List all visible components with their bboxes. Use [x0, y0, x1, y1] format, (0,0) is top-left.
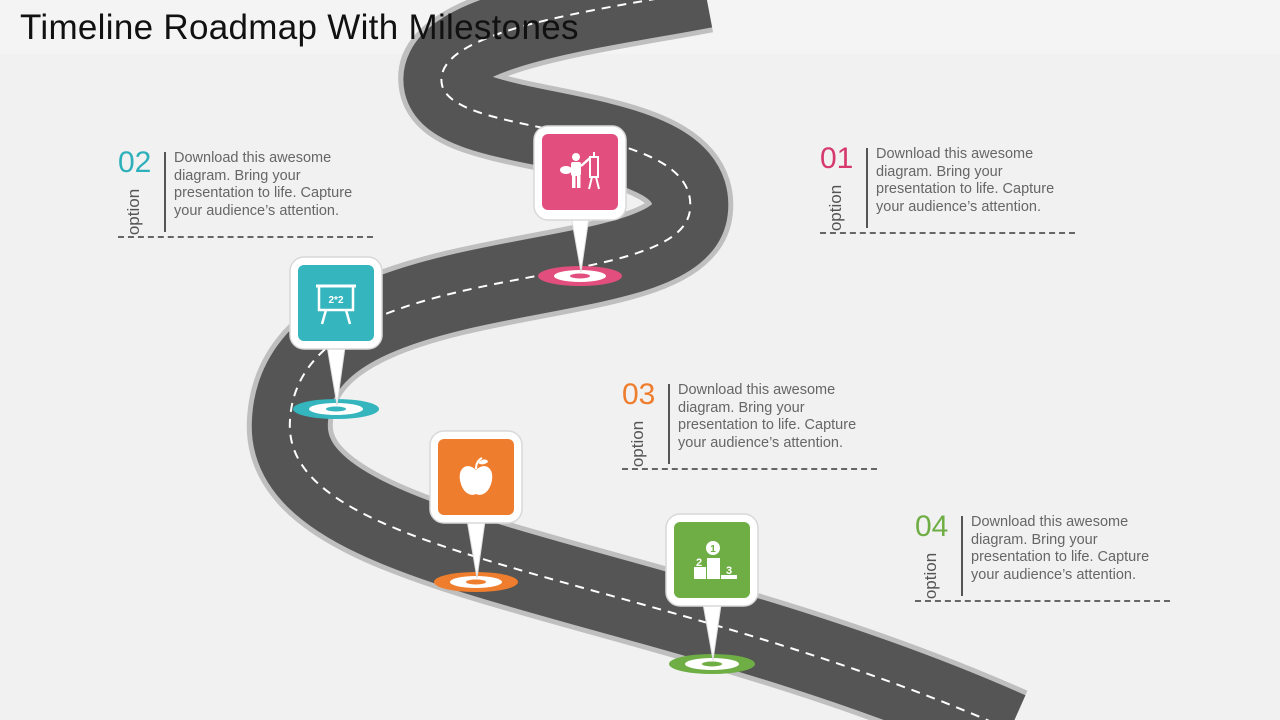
option-03: 03 option Download this awesome diagram.… [622, 378, 882, 478]
option-divider [164, 152, 166, 232]
option-label: option [124, 188, 143, 236]
option-number: 02 [118, 146, 152, 179]
option-02: 02 option Download this awesome diagram.… [118, 146, 378, 246]
podium-icon: 1 2 3 [694, 541, 737, 579]
option-label: option [921, 552, 940, 600]
blackboard-icon: 2*2 [316, 284, 356, 325]
milestone-2-marker: 2*2 [289, 256, 383, 419]
artist-painting-icon [560, 152, 600, 190]
option-description: Download this awesome diagram. Bring you… [876, 146, 1055, 215]
option-divider [668, 384, 670, 464]
blackboard-text: 2*2 [328, 295, 343, 306]
option-divider [961, 516, 963, 596]
option-label: option [826, 184, 845, 232]
road [251, 0, 1026, 720]
podium-rank-2: 2 [696, 557, 702, 569]
option-description: Download this awesome diagram. Bring you… [678, 382, 857, 451]
option-number: 04 [915, 510, 949, 543]
option-underline [622, 468, 877, 470]
option-underline [118, 236, 373, 238]
option-label: option [628, 420, 647, 468]
option-number: 01 [820, 142, 854, 175]
option-number: 03 [622, 378, 656, 411]
milestone-4-marker: 1 2 3 [665, 513, 759, 674]
option-04: 04 option Download this awesome diagram.… [915, 510, 1175, 610]
podium-rank-1: 1 [710, 544, 716, 555]
page-title: Timeline Roadmap With Milestones [20, 8, 579, 47]
option-description: Download this awesome diagram. Bring you… [174, 150, 353, 219]
option-underline [915, 600, 1170, 602]
road-center-line [288, 0, 990, 720]
option-01: 01 option Download this awesome diagram.… [820, 142, 1080, 242]
milestone-3-marker [429, 430, 523, 592]
podium-rank-3: 3 [726, 565, 732, 577]
apple-icon [459, 457, 493, 495]
option-divider [866, 148, 868, 228]
option-underline [820, 232, 1075, 234]
milestone-1-marker [533, 125, 627, 286]
option-description: Download this awesome diagram. Bring you… [971, 514, 1150, 583]
